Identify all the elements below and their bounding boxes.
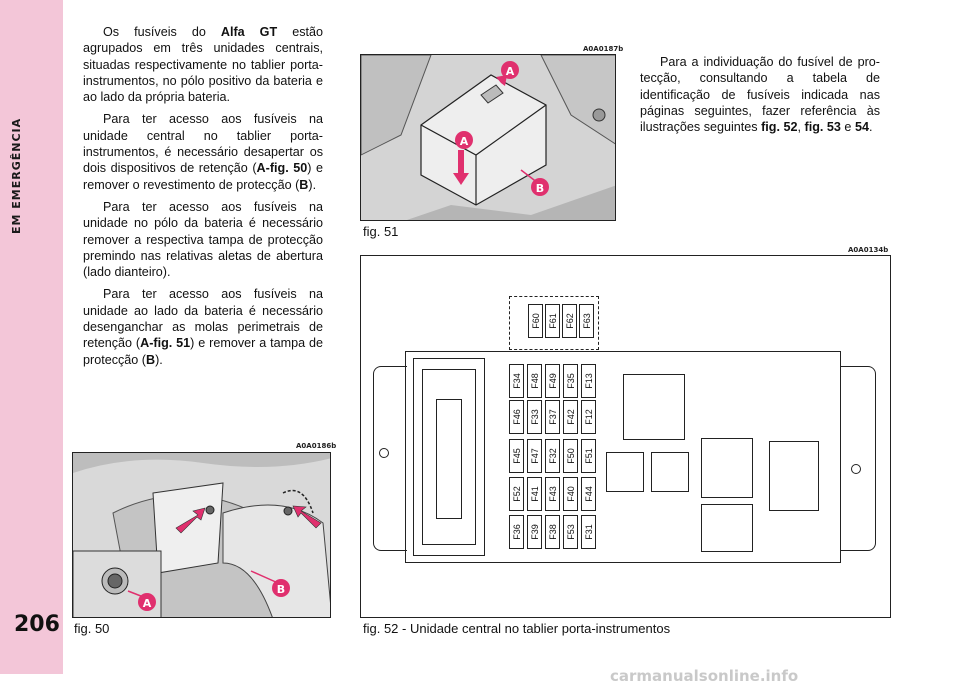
fuse-box-outline <box>405 351 841 563</box>
fuse: F35 <box>563 364 578 398</box>
fuse: F50 <box>563 439 578 473</box>
relay-block-4 <box>701 438 753 498</box>
fig51-label-a-top: A <box>506 65 515 78</box>
fig50-illustration: B A <box>73 453 330 617</box>
fuse: F47 <box>527 439 542 473</box>
fuse: F13 <box>581 364 596 398</box>
paragraph-5: Para a individuação do fusível de pro­te… <box>640 55 880 135</box>
fig52-code: A0A0134b <box>848 246 889 254</box>
fuse: F48 <box>527 364 542 398</box>
fuse: F31 <box>581 515 596 549</box>
fig50-code: A0A0186b <box>296 442 337 450</box>
fuse: F36 <box>509 515 524 549</box>
optional-fuse-group <box>509 296 599 350</box>
fuse: F49 <box>545 364 560 398</box>
fuse: F12 <box>581 400 596 434</box>
fuse: F44 <box>581 477 596 511</box>
fuse: F32 <box>545 439 560 473</box>
fuse: F42 <box>563 400 578 434</box>
fig50-caption: fig. 50 <box>74 621 110 636</box>
relay-block-2 <box>606 452 644 492</box>
fuse: F62 <box>562 304 577 338</box>
relay-block-1 <box>623 374 685 440</box>
fig51-label-b: B <box>536 182 544 195</box>
fig51-image: A A B <box>360 54 616 221</box>
fuse: F46 <box>509 400 524 434</box>
fuse: F39 <box>527 515 542 549</box>
fuse: F38 <box>545 515 560 549</box>
paragraph-2: Para ter acesso aos fusíveis na unidade … <box>83 112 323 192</box>
fuse: F40 <box>563 477 578 511</box>
fig51-illustration: A A B <box>361 55 615 220</box>
fuse: F34 <box>509 364 524 398</box>
fuse: F33 <box>527 400 542 434</box>
fig50-image: B A <box>72 452 331 618</box>
relay-block-3 <box>651 452 689 492</box>
mount-hole-left <box>379 448 389 458</box>
fuse: F52 <box>509 477 524 511</box>
fig50-label-b: B <box>277 583 285 596</box>
paragraph-4: Para ter acesso aos fusíveis na unidade … <box>83 287 323 367</box>
relay-block-6 <box>701 504 753 552</box>
section-title: EM EMERGÊNCIA <box>10 117 23 234</box>
relay-block-5 <box>769 441 819 511</box>
fig50-label-a: A <box>143 597 152 610</box>
paragraph-1: Os fusíveis do Alfa GT estão agrupados e… <box>83 25 324 105</box>
side-band <box>0 0 63 674</box>
paragraph-3: Para ter acesso aos fusíveis na unidade … <box>83 199 323 280</box>
fuse: F61 <box>545 304 560 338</box>
body-text-left: Os fusíveis do Alfa GT estão agrupados e… <box>83 24 323 374</box>
body-text-right: Para a individuação do fusível de pro­te… <box>640 54 880 135</box>
mount-hole-right <box>851 464 861 474</box>
watermark: carmanualsonline.info <box>610 667 799 685</box>
fuse-box-left-flange <box>373 366 407 551</box>
page-number: 206 <box>14 612 60 637</box>
fig52-image: F60 F61 F62 F63 F34 F48 F49 F35 F13 F46 … <box>360 255 891 618</box>
fig51-caption: fig. 51 <box>363 224 399 239</box>
fuse: F41 <box>527 477 542 511</box>
fuse-box-right-flange <box>840 366 876 551</box>
fuse: F53 <box>563 515 578 549</box>
fig51-code: A0A0187b <box>583 45 624 53</box>
fig51-label-a-left: A <box>460 135 469 148</box>
fuse: F37 <box>545 400 560 434</box>
fuse: F45 <box>509 439 524 473</box>
fig52-caption: fig. 52 - Unidade central no tablier por… <box>363 621 671 636</box>
fuse: F51 <box>581 439 596 473</box>
connector-left <box>413 358 485 556</box>
fuse: F63 <box>579 304 594 338</box>
fuse: F60 <box>528 304 543 338</box>
fuse: F43 <box>545 477 560 511</box>
